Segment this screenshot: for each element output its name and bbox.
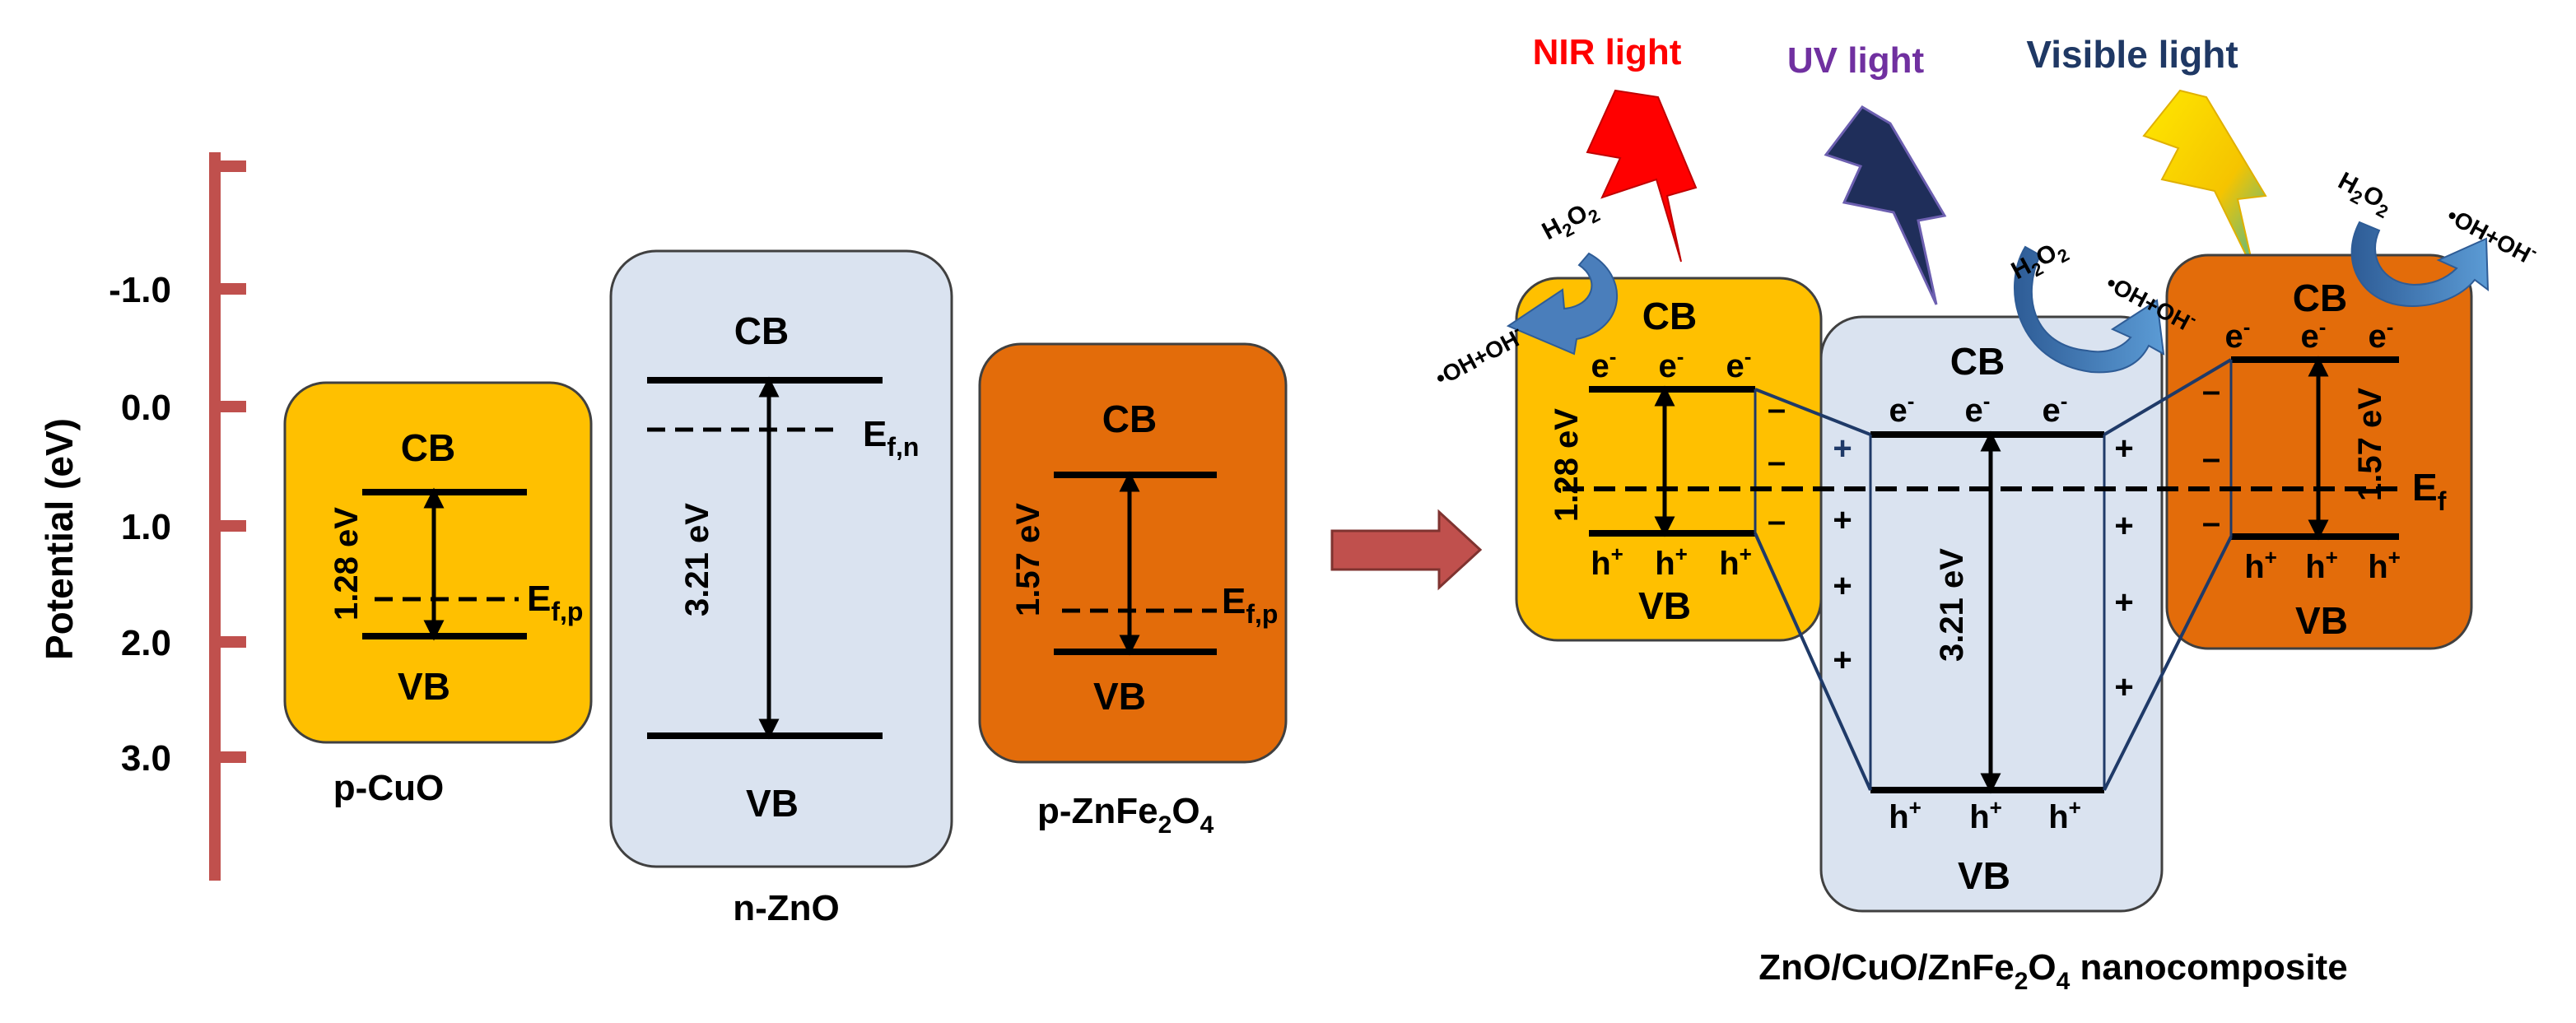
vb-connector-left	[1754, 532, 1872, 791]
electron: e-	[1889, 388, 1915, 429]
zno-name: n-ZnO	[733, 888, 840, 928]
plus-sign: +	[2114, 508, 2133, 544]
zfo-name: p-ZnFe2O4	[1037, 791, 1214, 839]
hole: h+	[2048, 795, 2081, 835]
cuo-vb-label: VB	[398, 665, 450, 708]
electron: e-	[2301, 314, 2327, 355]
zno-gap-label: 3.21 eV	[679, 503, 715, 616]
minus-sign: –	[1768, 444, 1786, 480]
transfer-arrow	[1330, 509, 1483, 591]
zno-box	[609, 249, 953, 868]
electron: e-	[2043, 388, 2068, 429]
tick-label: 3.0	[121, 738, 171, 779]
plus-sign: +	[1833, 568, 1852, 604]
minus-sign: –	[2202, 373, 2220, 409]
composite-zno-vb-label: VB	[1958, 854, 2010, 897]
hole: h+	[2305, 545, 2338, 585]
plus-sign: +	[1833, 502, 1852, 538]
electron: e-	[1965, 388, 1991, 429]
composite-fermi-label: Ef	[2412, 466, 2447, 516]
composite-cuo-cb-label: CB	[1642, 295, 1697, 337]
vb-connector-right	[2103, 536, 2233, 791]
curved-arrow-icon	[2350, 221, 2490, 308]
tick-label: 1.0	[121, 507, 171, 547]
hole: h+	[1889, 795, 1922, 835]
zfo-band-panel: CB 1.57 eV Ef,p VB p-ZnFe2O4	[978, 342, 1288, 839]
h2o2-label: H2O2	[2007, 234, 2073, 289]
axis-title: Potential (eV)	[38, 418, 81, 660]
composite-zno-cb-label: CB	[1950, 340, 2005, 383]
zno-cb-label: CB	[734, 309, 789, 352]
cuo-cb-label: CB	[401, 426, 455, 469]
plus-sign: +	[2114, 430, 2133, 467]
composite-zfo-vb-label: VB	[2295, 599, 2348, 642]
tick-label: 0.0	[121, 388, 171, 428]
electron: e-	[1726, 344, 1752, 384]
zfo-gap-label: 1.57 eV	[1010, 503, 1046, 616]
hole: h+	[2368, 545, 2401, 585]
hole: h+	[1655, 542, 1688, 582]
minus-sign: –	[2202, 505, 2220, 541]
zno-vb-label: VB	[746, 782, 799, 825]
minus-sign: –	[1768, 503, 1786, 539]
zno-fermi-label: Ef,n	[863, 414, 919, 462]
visible-lightning-icon	[2142, 89, 2267, 272]
plus-sign: +	[1833, 430, 1852, 467]
radical-label: •OH+OH-	[1429, 321, 1528, 392]
cuo-band-panel: CB 1.28 eV Ef,p VB p-CuO	[283, 381, 593, 808]
zfo-cb-label: CB	[1102, 398, 1157, 440]
zfo-fermi-label: Ef,p	[1222, 581, 1278, 629]
hole: h+	[1969, 795, 2002, 835]
nir-lightning-icon	[1586, 89, 1698, 263]
electron: e-	[1659, 344, 1684, 384]
composite-zfo: CB 1.57 eV VB e- e- e- h+ h+ h+ – – –	[2165, 253, 2473, 650]
composite-zno: CB 3.21 eV VB e- e- e- h+ h+ h+ + + + + …	[1819, 315, 2164, 913]
h2o2-label: H2O2	[1538, 194, 1604, 249]
plus-sign: +	[1833, 642, 1852, 678]
electron: e-	[2225, 314, 2251, 355]
cuo-name: p-CuO	[333, 768, 444, 808]
hole: h+	[1719, 542, 1752, 582]
minus-sign: –	[2202, 440, 2220, 477]
composite-zno-gap-label: 3.21 eV	[1934, 548, 1970, 662]
tick-label: 2.0	[121, 623, 171, 663]
electron: e-	[2369, 314, 2394, 355]
uv-light-label: UV light	[1787, 40, 1925, 81]
composite-cuo-vb-label: VB	[1638, 584, 1691, 627]
h2o2-label: H2O2	[2331, 167, 2397, 222]
composite-zfo-gap-label: 1.57 eV	[2352, 388, 2388, 501]
nir-light-label: NIR light	[1533, 32, 1682, 72]
cuo-gap-label: 1.28 eV	[328, 507, 365, 621]
plus-sign: +	[2114, 669, 2133, 705]
plus-sign: +	[2114, 584, 2133, 621]
curved-arrow-icon	[1506, 252, 1618, 356]
cuo-fermi-label: Ef,p	[527, 579, 583, 626]
electron: e-	[1591, 344, 1617, 384]
zno-band-panel: CB 3.21 eV Ef,n VB n-ZnO	[609, 249, 953, 928]
tick-label: -1.0	[109, 270, 171, 310]
composite-caption: ZnO/CuO/ZnFe2O4 nanocomposite	[1758, 947, 2347, 995]
composite-cuo: CB 1.28 eV VB e- e- e- h+ h+ h+ – – –	[1515, 277, 1823, 642]
hole: h+	[1591, 542, 1623, 582]
visible-light-label: Visible light	[2026, 33, 2238, 76]
composite-zfo-cb-label: CB	[2293, 277, 2347, 319]
composite-cuo-gap-label: 1.28 eV	[1549, 408, 1585, 522]
potential-axis: -1.0 0.0 1.0 2.0 3.0 Potential (eV)	[38, 152, 246, 881]
curved-arrow-icon	[2014, 245, 2165, 374]
cb-connector-right	[2103, 358, 2233, 436]
uv-lightning-icon	[1824, 105, 1947, 305]
cb-connector-left	[1754, 388, 1871, 436]
zfo-vb-label: VB	[1093, 675, 1146, 718]
hole: h+	[2244, 545, 2277, 585]
